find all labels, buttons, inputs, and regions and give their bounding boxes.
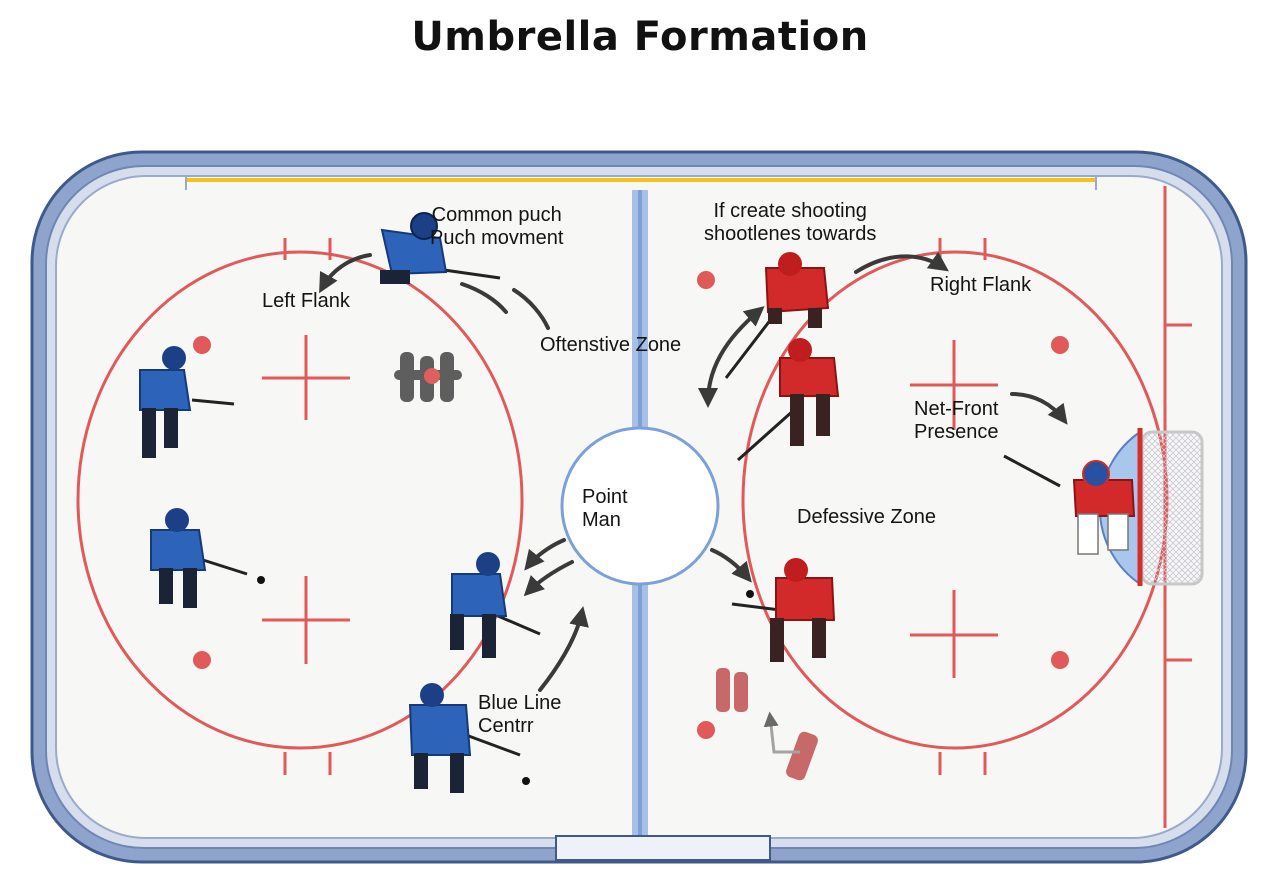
label-left-flank: Left Flank (262, 290, 350, 312)
blue-player-left-upper (139, 346, 235, 458)
blue-player-bottom (408, 683, 530, 793)
diagram-title: Umbrella Formation (411, 14, 869, 60)
discarded-gear (716, 668, 818, 781)
blue-player-top (380, 212, 501, 284)
label-point-man: Point Man (582, 486, 628, 531)
label-net-front: Net-Front Presence (914, 398, 999, 443)
label-shooting-lanes: If create shooting shootlenes towards (704, 200, 877, 245)
red-player-low (731, 558, 836, 662)
left-faceoff-dots (193, 336, 211, 669)
label-right-flank: Right Flank (930, 274, 1032, 296)
blue-player-left-lower (150, 508, 265, 608)
blue-player-low-center (450, 552, 541, 658)
center-circle (560, 426, 720, 586)
right-faceoff-dots (697, 271, 1069, 739)
skate-marks (394, 352, 462, 402)
red-player-top (724, 252, 830, 379)
label-common-puck: Common puch Puch movment (430, 204, 564, 249)
red-goalie (1003, 454, 1136, 555)
label-defensive-zone: Defessive Zone (797, 506, 936, 528)
left-zone-markings (76, 238, 524, 775)
label-blue-line-center: Blue Line Centrr (478, 692, 562, 737)
label-offensive-zone: Oftenstive Zone (540, 334, 682, 356)
red-player-mid (737, 338, 840, 462)
movement-arrows (319, 251, 1068, 692)
